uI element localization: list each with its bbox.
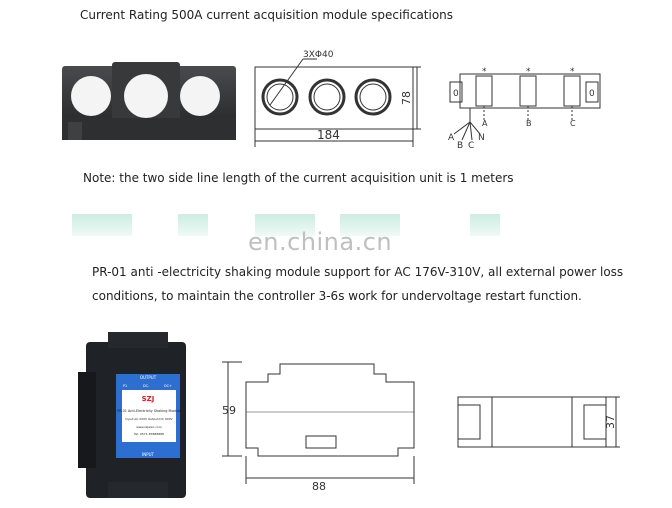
- module-terminal: DC-: [143, 384, 150, 388]
- description-line-2: conditions, to maintain the controller 3…: [92, 289, 582, 303]
- module-brand: SZJ: [142, 395, 155, 403]
- star-mark: *: [482, 67, 487, 77]
- wire-label-n: N: [478, 133, 485, 143]
- module-side-drawing: 59 88: [222, 361, 415, 493]
- watermark-stripe: [255, 214, 315, 236]
- width-dim-label: 184: [317, 128, 340, 142]
- module-terminal: P1: [123, 384, 127, 388]
- wire-label-a: A: [448, 133, 455, 143]
- height-dim-label: 78: [400, 91, 413, 105]
- page-title: Current Rating 500A current acquisition …: [80, 8, 454, 22]
- hole-spec-label: 3XΦ40: [303, 50, 334, 60]
- description-line-1: PR-01 anti -electricity shaking module s…: [92, 265, 624, 279]
- phase-label-b: B: [526, 119, 532, 128]
- right-terminal-label: 0: [589, 89, 595, 99]
- module-photo: OUTPUT SZJ PR-01 Anti-Electricity Shakin…: [78, 332, 186, 498]
- star-mark: *: [526, 67, 531, 77]
- module-name: PR-01 Anti-Electricity Shaking Module: [117, 409, 181, 413]
- module-phone: Tel: 0571-87888888: [133, 432, 164, 436]
- module-terminal: DC+: [164, 384, 172, 388]
- note-text: Note: the two side line length of the cu…: [83, 171, 514, 185]
- module-spec: Input:AC 220V Output:DC 300V: [125, 417, 173, 421]
- phase-label-a: A: [482, 119, 488, 128]
- wiring-diagram: 0 0 * * * A B C A N B C: [448, 67, 601, 151]
- module-width-dim: 88: [312, 480, 326, 493]
- star-mark: *: [570, 67, 575, 77]
- module-site: www.szjelec.com: [136, 425, 162, 429]
- watermark-stripe: [470, 214, 500, 236]
- sensor-photo: [62, 62, 236, 140]
- module-height-dim: 59: [222, 404, 236, 417]
- watermark-stripe: [340, 214, 400, 236]
- module-input-label: INPUT: [142, 452, 155, 457]
- watermark-text: en.china.cn: [248, 228, 393, 256]
- phase-label-c: C: [570, 119, 576, 128]
- wire-label-b: B: [457, 141, 463, 151]
- left-terminal-label: 0: [453, 89, 459, 99]
- watermark-stripe: [72, 214, 132, 236]
- watermark-stripe: [178, 214, 208, 236]
- module-bottom-drawing: 37: [457, 396, 620, 448]
- module-depth-dim: 37: [604, 415, 617, 429]
- sensor-dimension-drawing: 3XΦ40 78 184: [254, 50, 421, 147]
- module-output-label: OUTPUT: [140, 375, 157, 380]
- wire-label-c: C: [468, 141, 474, 151]
